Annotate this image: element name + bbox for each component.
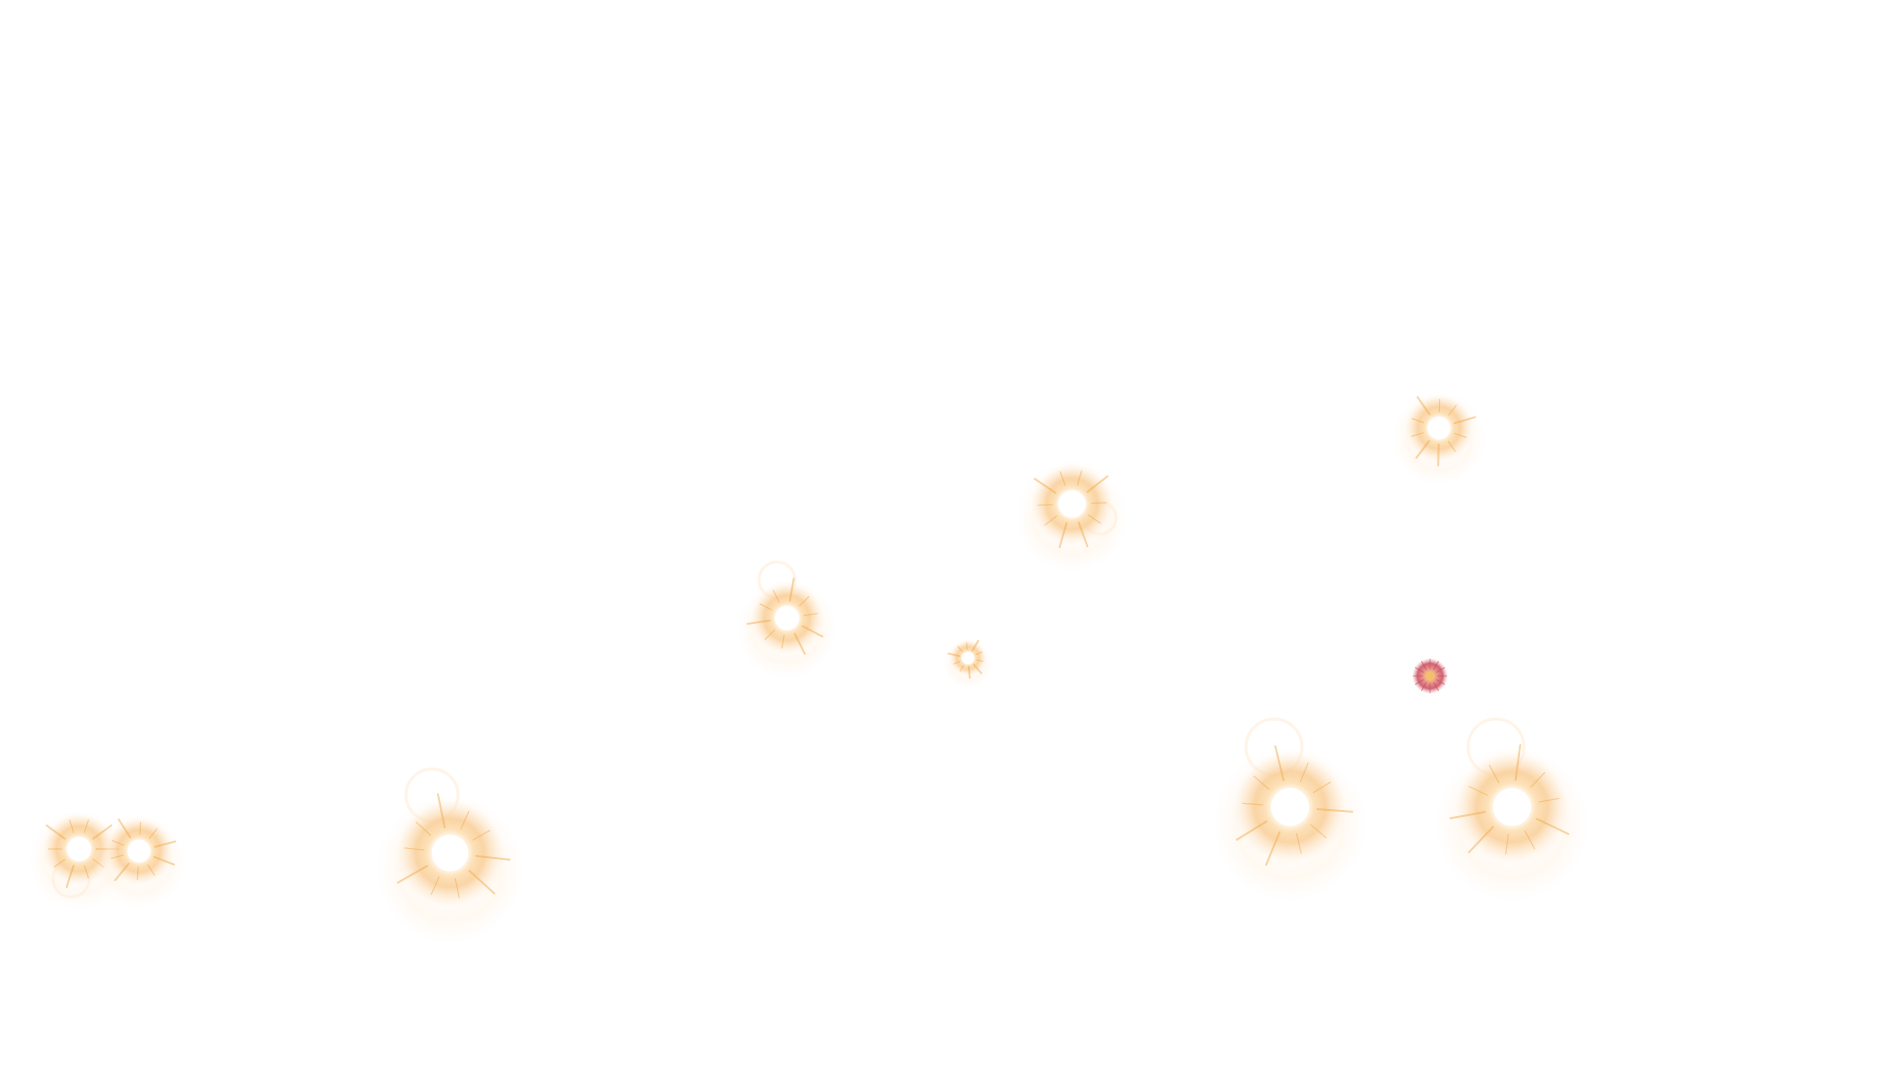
sparkle-glow-icon — [92, 815, 186, 908]
sparkle-glow-icon — [1392, 392, 1486, 485]
red-marker-icon — [1412, 658, 1448, 694]
sparkle-glow-icon — [1212, 717, 1368, 902]
sparkle-glow-icon — [1016, 460, 1128, 573]
sparkle-glow-icon — [943, 638, 993, 689]
sparkle-glow-icon — [375, 767, 525, 945]
sparkle-glow-icon — [737, 560, 837, 679]
sparkle-glow-icon — [1434, 717, 1590, 902]
